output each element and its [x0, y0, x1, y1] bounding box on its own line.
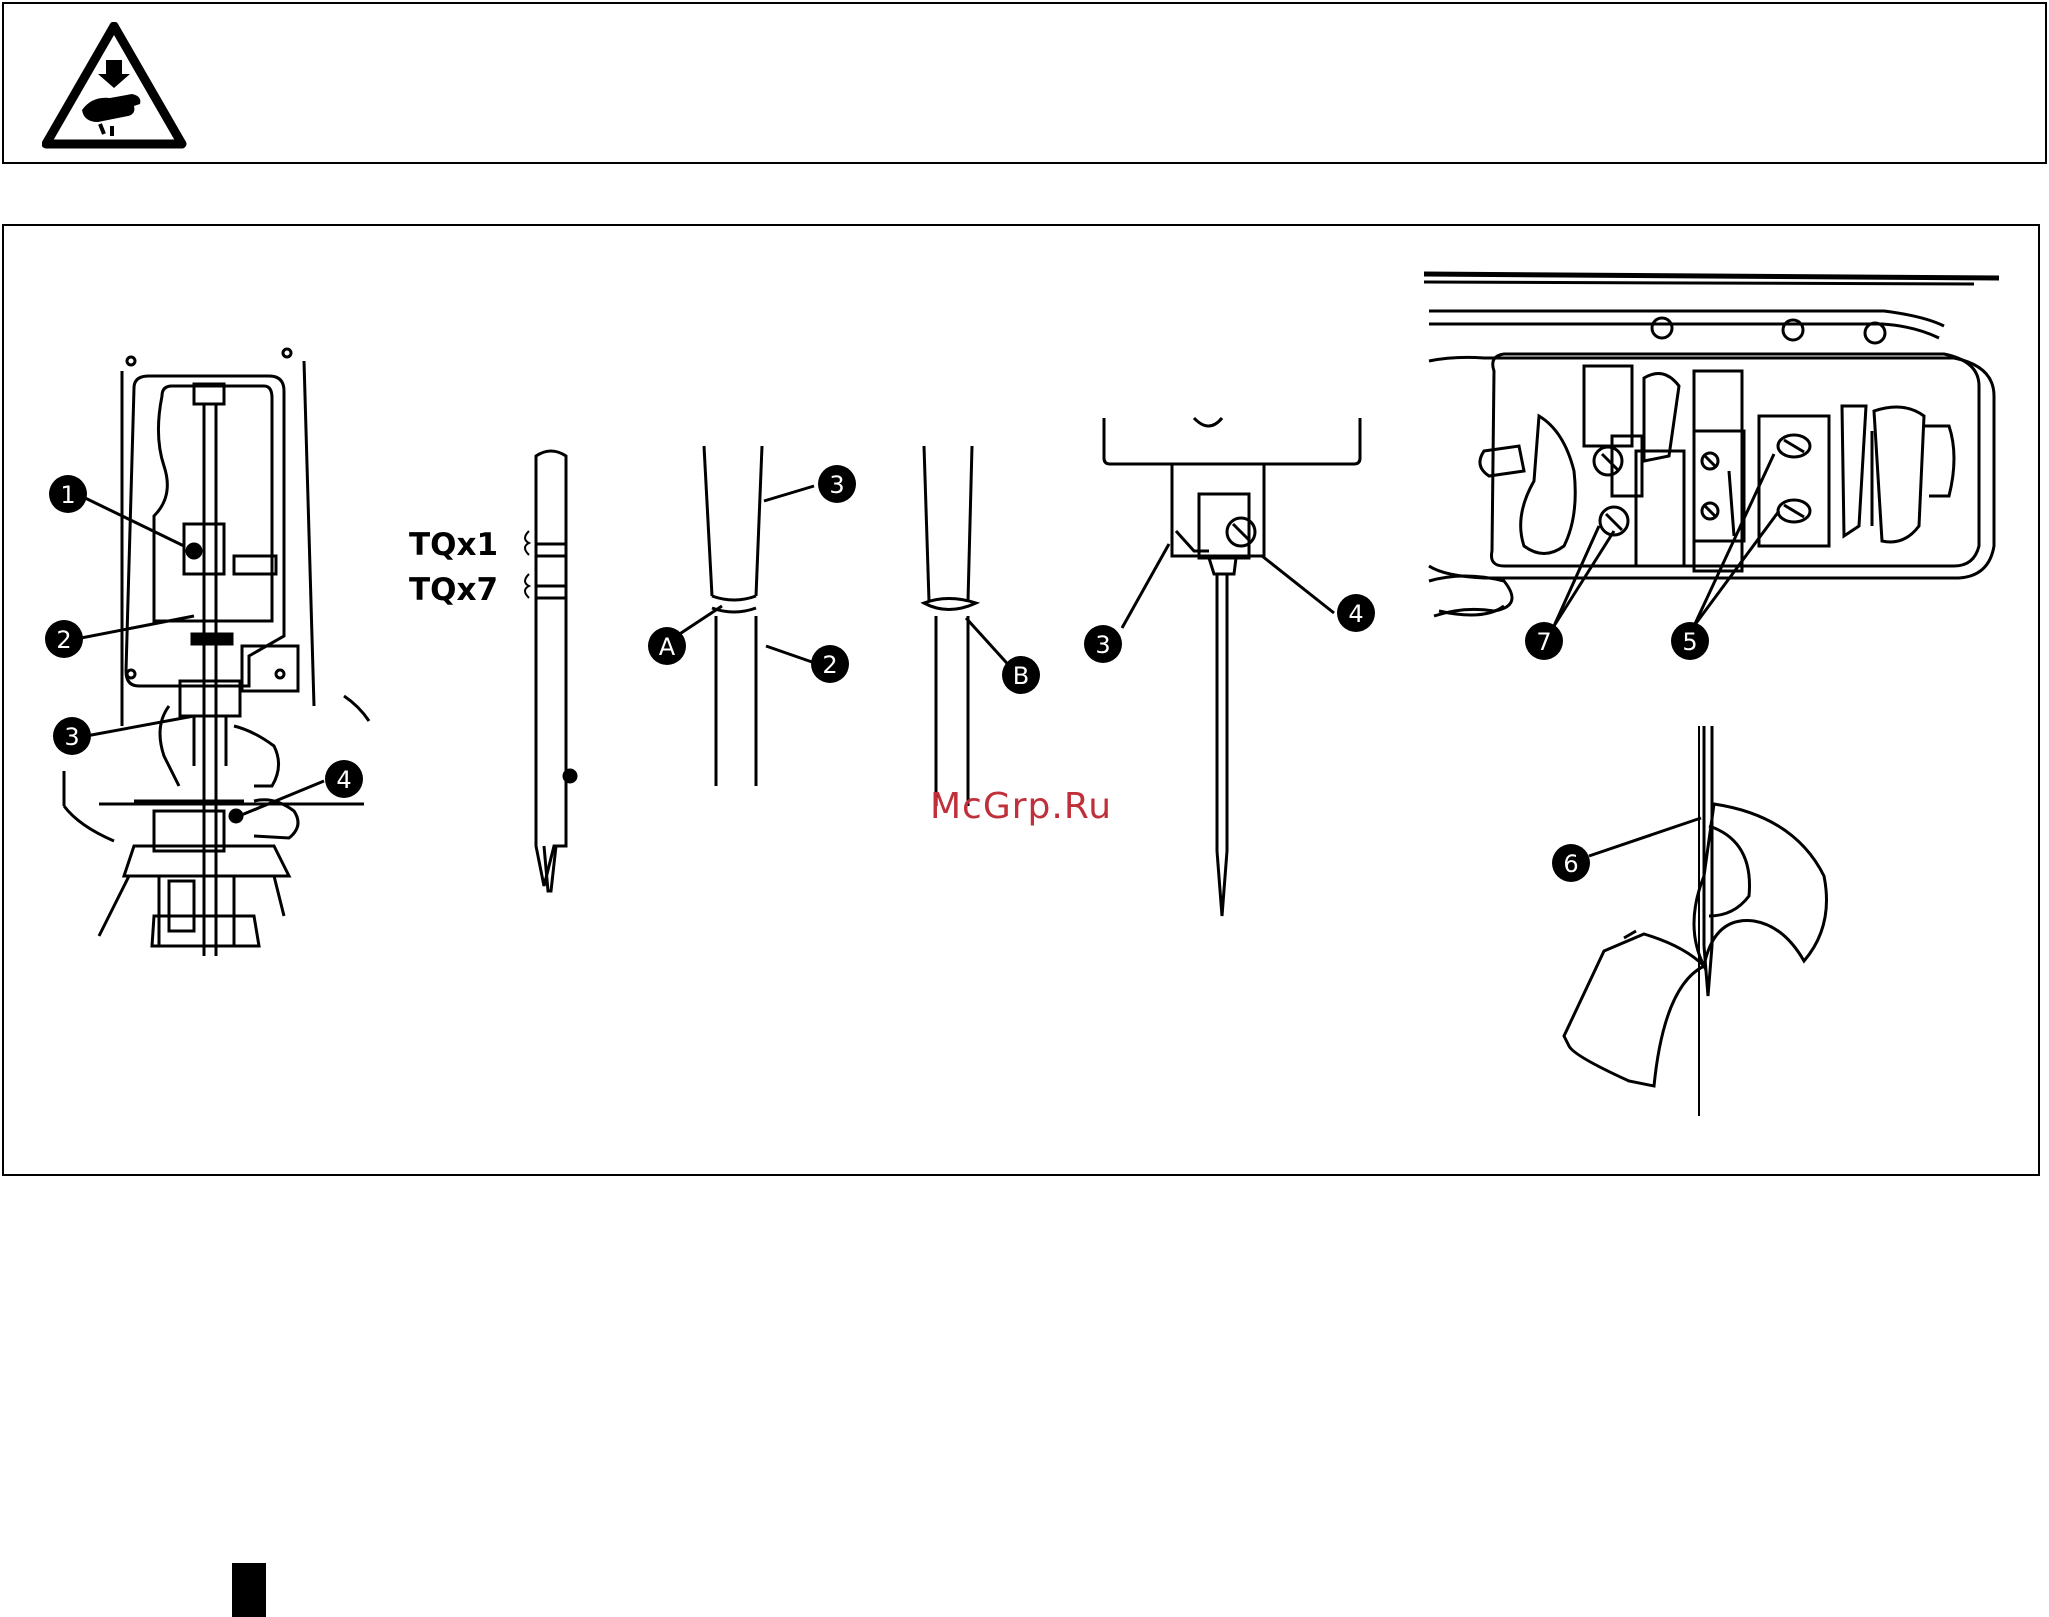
figure-drawing: 1 2 3 4 A 3 2 B 3 4 7 5 [4, 226, 2042, 1178]
callout-b: B [1002, 656, 1040, 694]
svg-text:3: 3 [1095, 631, 1110, 659]
hook-point-drawing [1564, 726, 1827, 1116]
svg-text:6: 6 [1563, 850, 1578, 878]
callout-7: 7 [1525, 622, 1563, 660]
hand-injury-warning-icon [42, 22, 187, 150]
needle-label-tqx1: TQx1 [409, 527, 498, 563]
callout-a: A [648, 627, 686, 665]
needle-label-tqx7: TQx7 [409, 572, 498, 608]
svg-text:7: 7 [1536, 628, 1551, 656]
callout-3b: 3 [818, 465, 856, 503]
callout-2b: 2 [811, 645, 849, 683]
watermark-text: McGrp.Ru [930, 786, 1112, 827]
svg-text:3: 3 [64, 723, 79, 751]
callout-5: 5 [1671, 622, 1709, 660]
svg-text:2: 2 [822, 651, 837, 679]
needle-bar-mark-a-drawing [669, 446, 814, 786]
svg-text:4: 4 [1348, 600, 1363, 628]
callout-3c: 3 [1084, 625, 1122, 663]
callout-4: 4 [325, 760, 363, 798]
callout-3: 3 [53, 717, 91, 755]
callout-2: 2 [45, 620, 83, 658]
svg-text:3: 3 [829, 471, 844, 499]
needle-bar-assembly-drawing [64, 349, 369, 956]
svg-text:1: 1 [60, 481, 75, 509]
page-marker [232, 1563, 266, 1617]
caution-box [2, 2, 2047, 164]
needle-type-drawing [525, 451, 576, 891]
needle-bar-mark-b-drawing [924, 446, 1014, 806]
callouts: 1 2 3 4 A 3 2 B 3 4 7 5 [45, 465, 1709, 882]
svg-text:2: 2 [56, 626, 71, 654]
svg-text:B: B [1013, 662, 1029, 690]
svg-text:5: 5 [1682, 628, 1697, 656]
needle-clamp-drawing [1104, 418, 1360, 916]
svg-text:A: A [659, 633, 676, 661]
hook-assembly-drawing [1424, 274, 1999, 626]
callout-1: 1 [49, 475, 87, 513]
needle-installation-figure: 1 2 3 4 A 3 2 B 3 4 7 5 [2, 224, 2040, 1176]
callout-4b: 4 [1337, 594, 1375, 632]
callout-6: 6 [1552, 844, 1590, 882]
svg-text:4: 4 [336, 766, 351, 794]
